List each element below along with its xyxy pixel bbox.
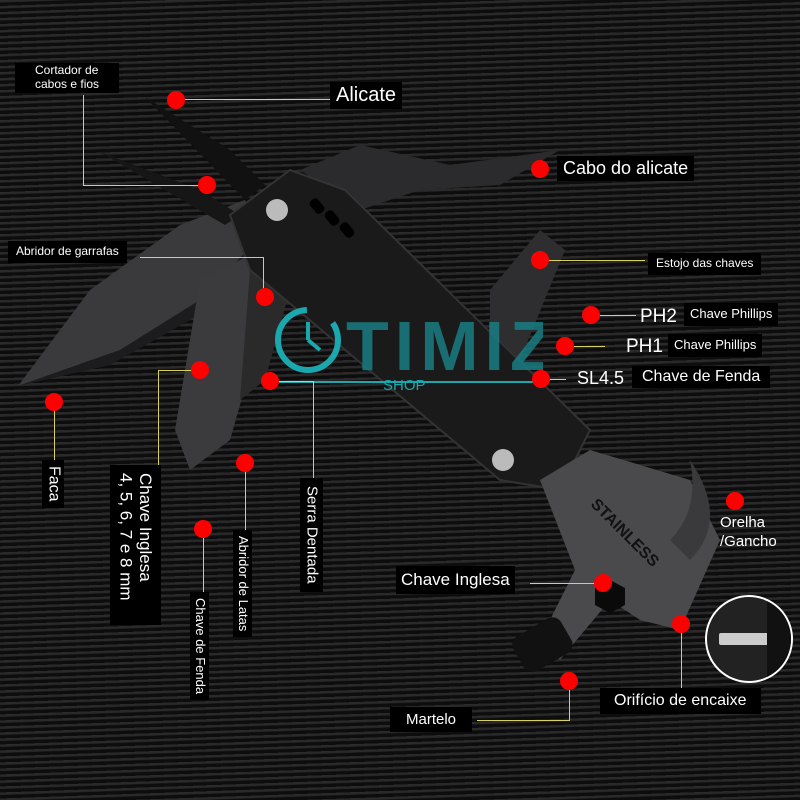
marker-ph2 <box>582 306 600 324</box>
marker-alicate <box>167 91 185 109</box>
serrated-saw <box>240 270 290 400</box>
label-abridor-garrafas: Abridor de garrafas <box>8 241 127 263</box>
marker-orelha <box>726 492 744 510</box>
label-ph1-desc: Chave Phillips <box>668 334 763 357</box>
marker-ph1 <box>556 337 574 355</box>
label-sl45-desc: Chave de Fenda <box>632 366 771 389</box>
marker-martelo <box>560 672 578 690</box>
label-ph2-desc: Chave Phillips <box>684 303 779 326</box>
marker-abridor-latas <box>236 454 254 472</box>
marker-sl45 <box>532 370 550 388</box>
label-serra: Serra Dentada <box>300 478 324 592</box>
marker-serra <box>261 372 279 390</box>
label-estojo: Estojo das chaves <box>648 253 762 275</box>
marker-chave-inglesa-v <box>191 361 209 379</box>
svg-text:TIMIZE: TIMIZE <box>346 307 543 385</box>
marker-cabo-alicate <box>531 160 549 178</box>
label-orelha: Orelha /Gancho <box>720 514 777 550</box>
label-alicate: Alicate <box>330 82 403 109</box>
hammer-face <box>512 617 573 673</box>
marker-faca <box>45 393 63 411</box>
pliers-handle <box>300 145 560 210</box>
hook <box>670 460 710 560</box>
label-ph2: PH2 <box>640 306 677 327</box>
hammer-head <box>540 450 720 660</box>
marker-chave-fenda <box>194 520 212 538</box>
label-cortador: Cortador de cabos e fios <box>15 63 120 93</box>
bit-insert-inset <box>705 595 793 683</box>
marker-cortador <box>198 176 216 194</box>
marker-abridor-garrafas <box>256 288 274 306</box>
marker-chave-inglesa <box>594 574 612 592</box>
label-chave-fenda: Chave de Fenda <box>190 592 209 701</box>
bottle-opener <box>175 255 270 470</box>
marker-orificio <box>672 615 690 633</box>
label-orificio: Orifício de encaixe <box>600 688 761 715</box>
pliers-jaw-lower <box>100 152 240 225</box>
label-martelo: Martelo <box>390 707 473 733</box>
label-ph1: PH1 <box>626 336 663 357</box>
label-faca: Faca <box>42 460 65 508</box>
pliers-jaw-upper <box>145 97 265 200</box>
label-abridor-latas: Abridor de Latas <box>233 530 252 638</box>
label-cabo-alicate: Cabo do alicate <box>557 156 695 181</box>
label-sl45: SL4.5 <box>577 368 625 388</box>
knife-blade <box>18 200 262 386</box>
label-chave-inglesa: Chave Inglesa <box>396 566 515 594</box>
marker-estojo <box>531 251 549 269</box>
